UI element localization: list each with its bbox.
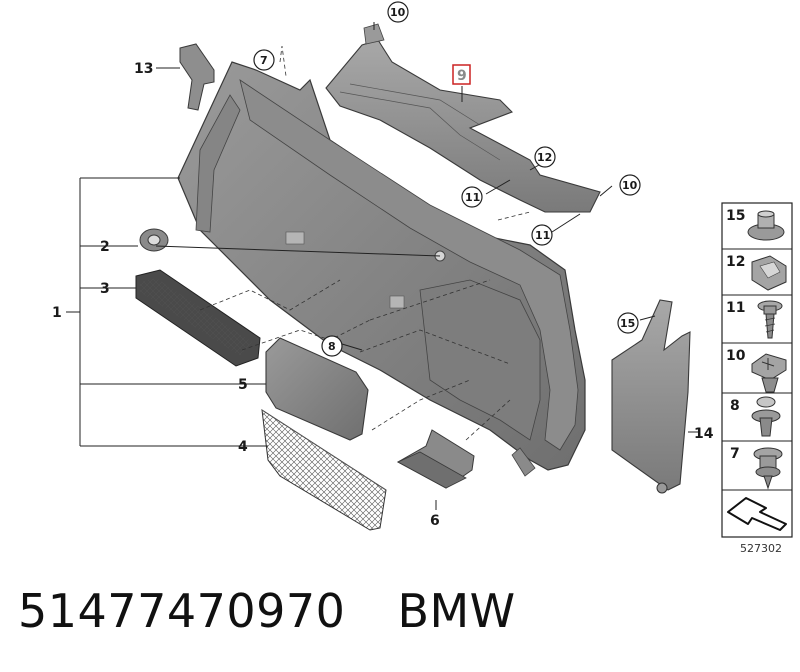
legend-number-6: 7 bbox=[730, 446, 740, 462]
legend-number-2: 12 bbox=[726, 254, 745, 270]
fastener-legend: 15 12 11 10 8 7 bbox=[721, 202, 793, 555]
callout-14: 14 bbox=[694, 426, 714, 442]
storage-net-part-4 bbox=[261, 409, 387, 531]
floor-tray-part-6 bbox=[396, 429, 475, 489]
expanding-rivet-icon bbox=[751, 353, 787, 393]
callout-9-highlighted: 9 bbox=[452, 64, 471, 85]
callout-2: 2 bbox=[100, 239, 110, 255]
brand-name: BMW bbox=[397, 584, 516, 638]
clip-nut-icon bbox=[747, 210, 785, 241]
screw-icon bbox=[757, 300, 783, 339]
legend-number-1: 15 bbox=[726, 208, 745, 224]
callout-10-top: 10 bbox=[390, 6, 406, 19]
callout-7: 7 bbox=[260, 54, 268, 67]
callout-11-right: 11 bbox=[535, 229, 550, 242]
direction-arrow-icon bbox=[727, 497, 787, 531]
callout-15: 15 bbox=[620, 317, 635, 330]
callout-9: 9 bbox=[457, 68, 467, 84]
legend-number-4: 10 bbox=[726, 348, 746, 364]
callout-6: 6 bbox=[430, 513, 440, 529]
grommet-part-2 bbox=[139, 228, 169, 252]
dashed-guides bbox=[199, 45, 531, 441]
legend-number-5: 8 bbox=[730, 398, 740, 414]
push-rivet-icon bbox=[751, 396, 781, 437]
mushroom-rivet-icon bbox=[753, 447, 783, 490]
callout-13: 13 bbox=[134, 61, 153, 77]
callout-3: 3 bbox=[100, 281, 110, 297]
legend-number-3: 11 bbox=[726, 300, 745, 316]
part-caption: 51477470970 BMW bbox=[18, 584, 516, 638]
callout-5: 5 bbox=[238, 377, 248, 393]
callout-8: 8 bbox=[328, 340, 336, 353]
callout-10-right: 10 bbox=[622, 179, 638, 192]
vent-grille-part-3 bbox=[135, 269, 261, 367]
diagram-reference-number: 527302 bbox=[740, 542, 782, 555]
callout-11-center: 11 bbox=[465, 191, 480, 204]
spring-clip-icon bbox=[751, 255, 787, 291]
side-trim-panel bbox=[177, 61, 586, 477]
callout-1: 1 bbox=[52, 305, 62, 321]
callout-4: 4 bbox=[238, 439, 248, 455]
cover-part-5 bbox=[265, 337, 369, 441]
module-part-14 bbox=[611, 299, 691, 494]
leader-lines bbox=[66, 22, 700, 510]
bracket-part-13 bbox=[179, 43, 215, 111]
part-number: 51477470970 bbox=[18, 584, 346, 638]
circled-callouts: 7 10 10 11 11 12 8 15 bbox=[253, 1, 641, 357]
callout-12: 12 bbox=[537, 151, 552, 164]
